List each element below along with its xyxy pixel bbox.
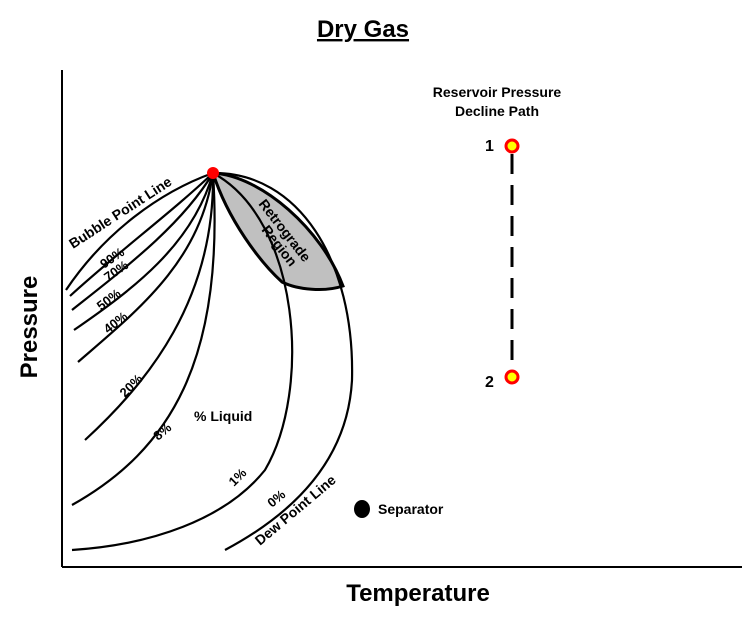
quality-line-8 (71, 172, 216, 506)
path-point-1 (504, 138, 520, 154)
separator-marker (354, 500, 370, 518)
path-point-1-label: 1 (485, 138, 494, 155)
critical-point (207, 167, 219, 179)
quality-label-8: 8% (150, 419, 174, 443)
quality-line-70 (71, 172, 214, 311)
quality-line-1 (71, 172, 294, 552)
quality-line-40 (77, 172, 215, 363)
path-title-line2: Decline Path (455, 103, 539, 119)
quality-line-20 (84, 172, 215, 441)
path-point-2 (504, 369, 520, 385)
dew-point-label: Dew Point Line (252, 471, 339, 548)
quality-label-0: 0% (264, 486, 288, 510)
quality-label-20: 20% (117, 371, 146, 400)
dew-point-curve (212, 171, 354, 551)
quality-line-50 (73, 172, 215, 331)
quality-label-40: 40% (101, 308, 131, 336)
liquid-label: % Liquid (194, 408, 252, 424)
x-axis-label: Temperature (346, 580, 490, 607)
y-axis-label: Pressure (16, 276, 43, 379)
path-point-2-label: 2 (485, 374, 494, 391)
quality-line-90 (69, 172, 214, 297)
separator-label: Separator (378, 501, 444, 517)
retrograde-region (210, 171, 345, 291)
quality-label-1: 1% (226, 465, 250, 489)
diagram-title: Dry Gas (317, 16, 409, 43)
bubble-point-curve (65, 171, 214, 291)
path-title-line1: Reservoir Pressure (433, 84, 562, 100)
